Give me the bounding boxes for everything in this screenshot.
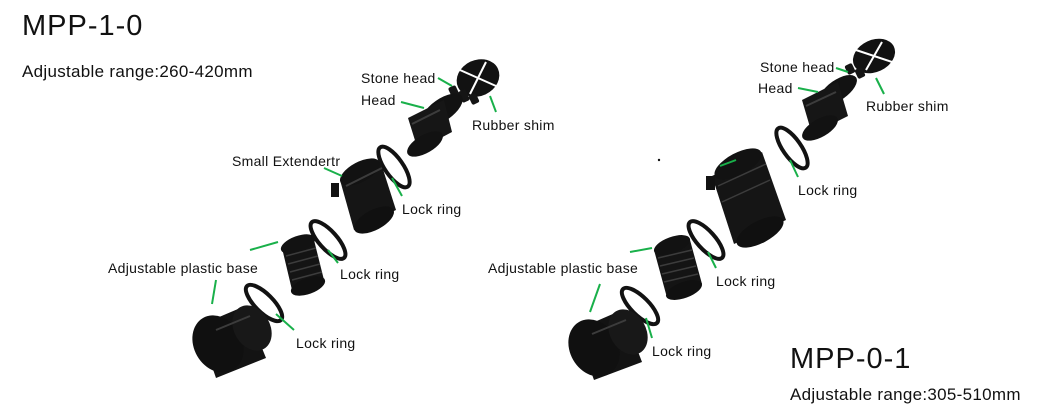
right-bottom-base	[568, 309, 648, 380]
left-rubber-shim	[456, 59, 500, 97]
right-head	[802, 74, 857, 141]
right-extender	[706, 148, 786, 248]
right-lock-ring-2	[686, 219, 726, 261]
right-lock-ring-3	[619, 285, 661, 327]
right-leader-lines	[589, 67, 885, 339]
left-label-rubber-shim: Rubber shim	[472, 117, 555, 133]
right-label-stone-head: Stone head	[760, 59, 835, 75]
left-model-title: MPP-1-0	[22, 10, 144, 42]
left-lock-ring-1	[376, 144, 412, 190]
right-adjustable-range: Adjustable range:305-510mm	[790, 385, 1021, 404]
left-bottom-base	[192, 305, 272, 378]
right-label-plastic-base: Adjustable plastic base	[488, 260, 639, 276]
left-label-lock-ring-2: Lock ring	[340, 266, 400, 282]
left-lock-ring-2	[308, 219, 348, 261]
right-lock-ring-1	[774, 125, 810, 171]
left-label-plastic-base: Adjustable plastic base	[108, 260, 259, 276]
left-label-stone-head: Stone head	[361, 70, 436, 86]
right-model-title: MPP-0-1	[790, 343, 912, 375]
left-label-lock-ring-3: Lock ring	[296, 335, 356, 351]
right-label-rubber-shim: Rubber shim	[866, 98, 949, 114]
right-speck	[657, 158, 661, 162]
left-label-head: Head	[361, 92, 396, 108]
right-label-lock-ring-1: Lock ring	[798, 182, 858, 198]
left-small-extender	[331, 158, 396, 234]
right-assembly	[568, 38, 896, 380]
right-label-lock-ring-3: Lock ring	[652, 343, 712, 359]
left-head	[407, 93, 463, 157]
right-rubber-shim	[852, 38, 896, 74]
right-label-head: Head	[758, 80, 793, 96]
left-plastic-base	[280, 234, 326, 296]
left-adjustable-range: Adjustable range:260-420mm	[22, 62, 253, 81]
right-plastic-base	[653, 235, 703, 300]
left-label-small-extender: Small Extendertr	[232, 153, 341, 169]
right-label-lock-ring-2: Lock ring	[716, 273, 776, 289]
left-label-lock-ring-1: Lock ring	[402, 201, 462, 217]
left-leader-lines	[211, 77, 497, 331]
left-assembly	[192, 59, 500, 378]
